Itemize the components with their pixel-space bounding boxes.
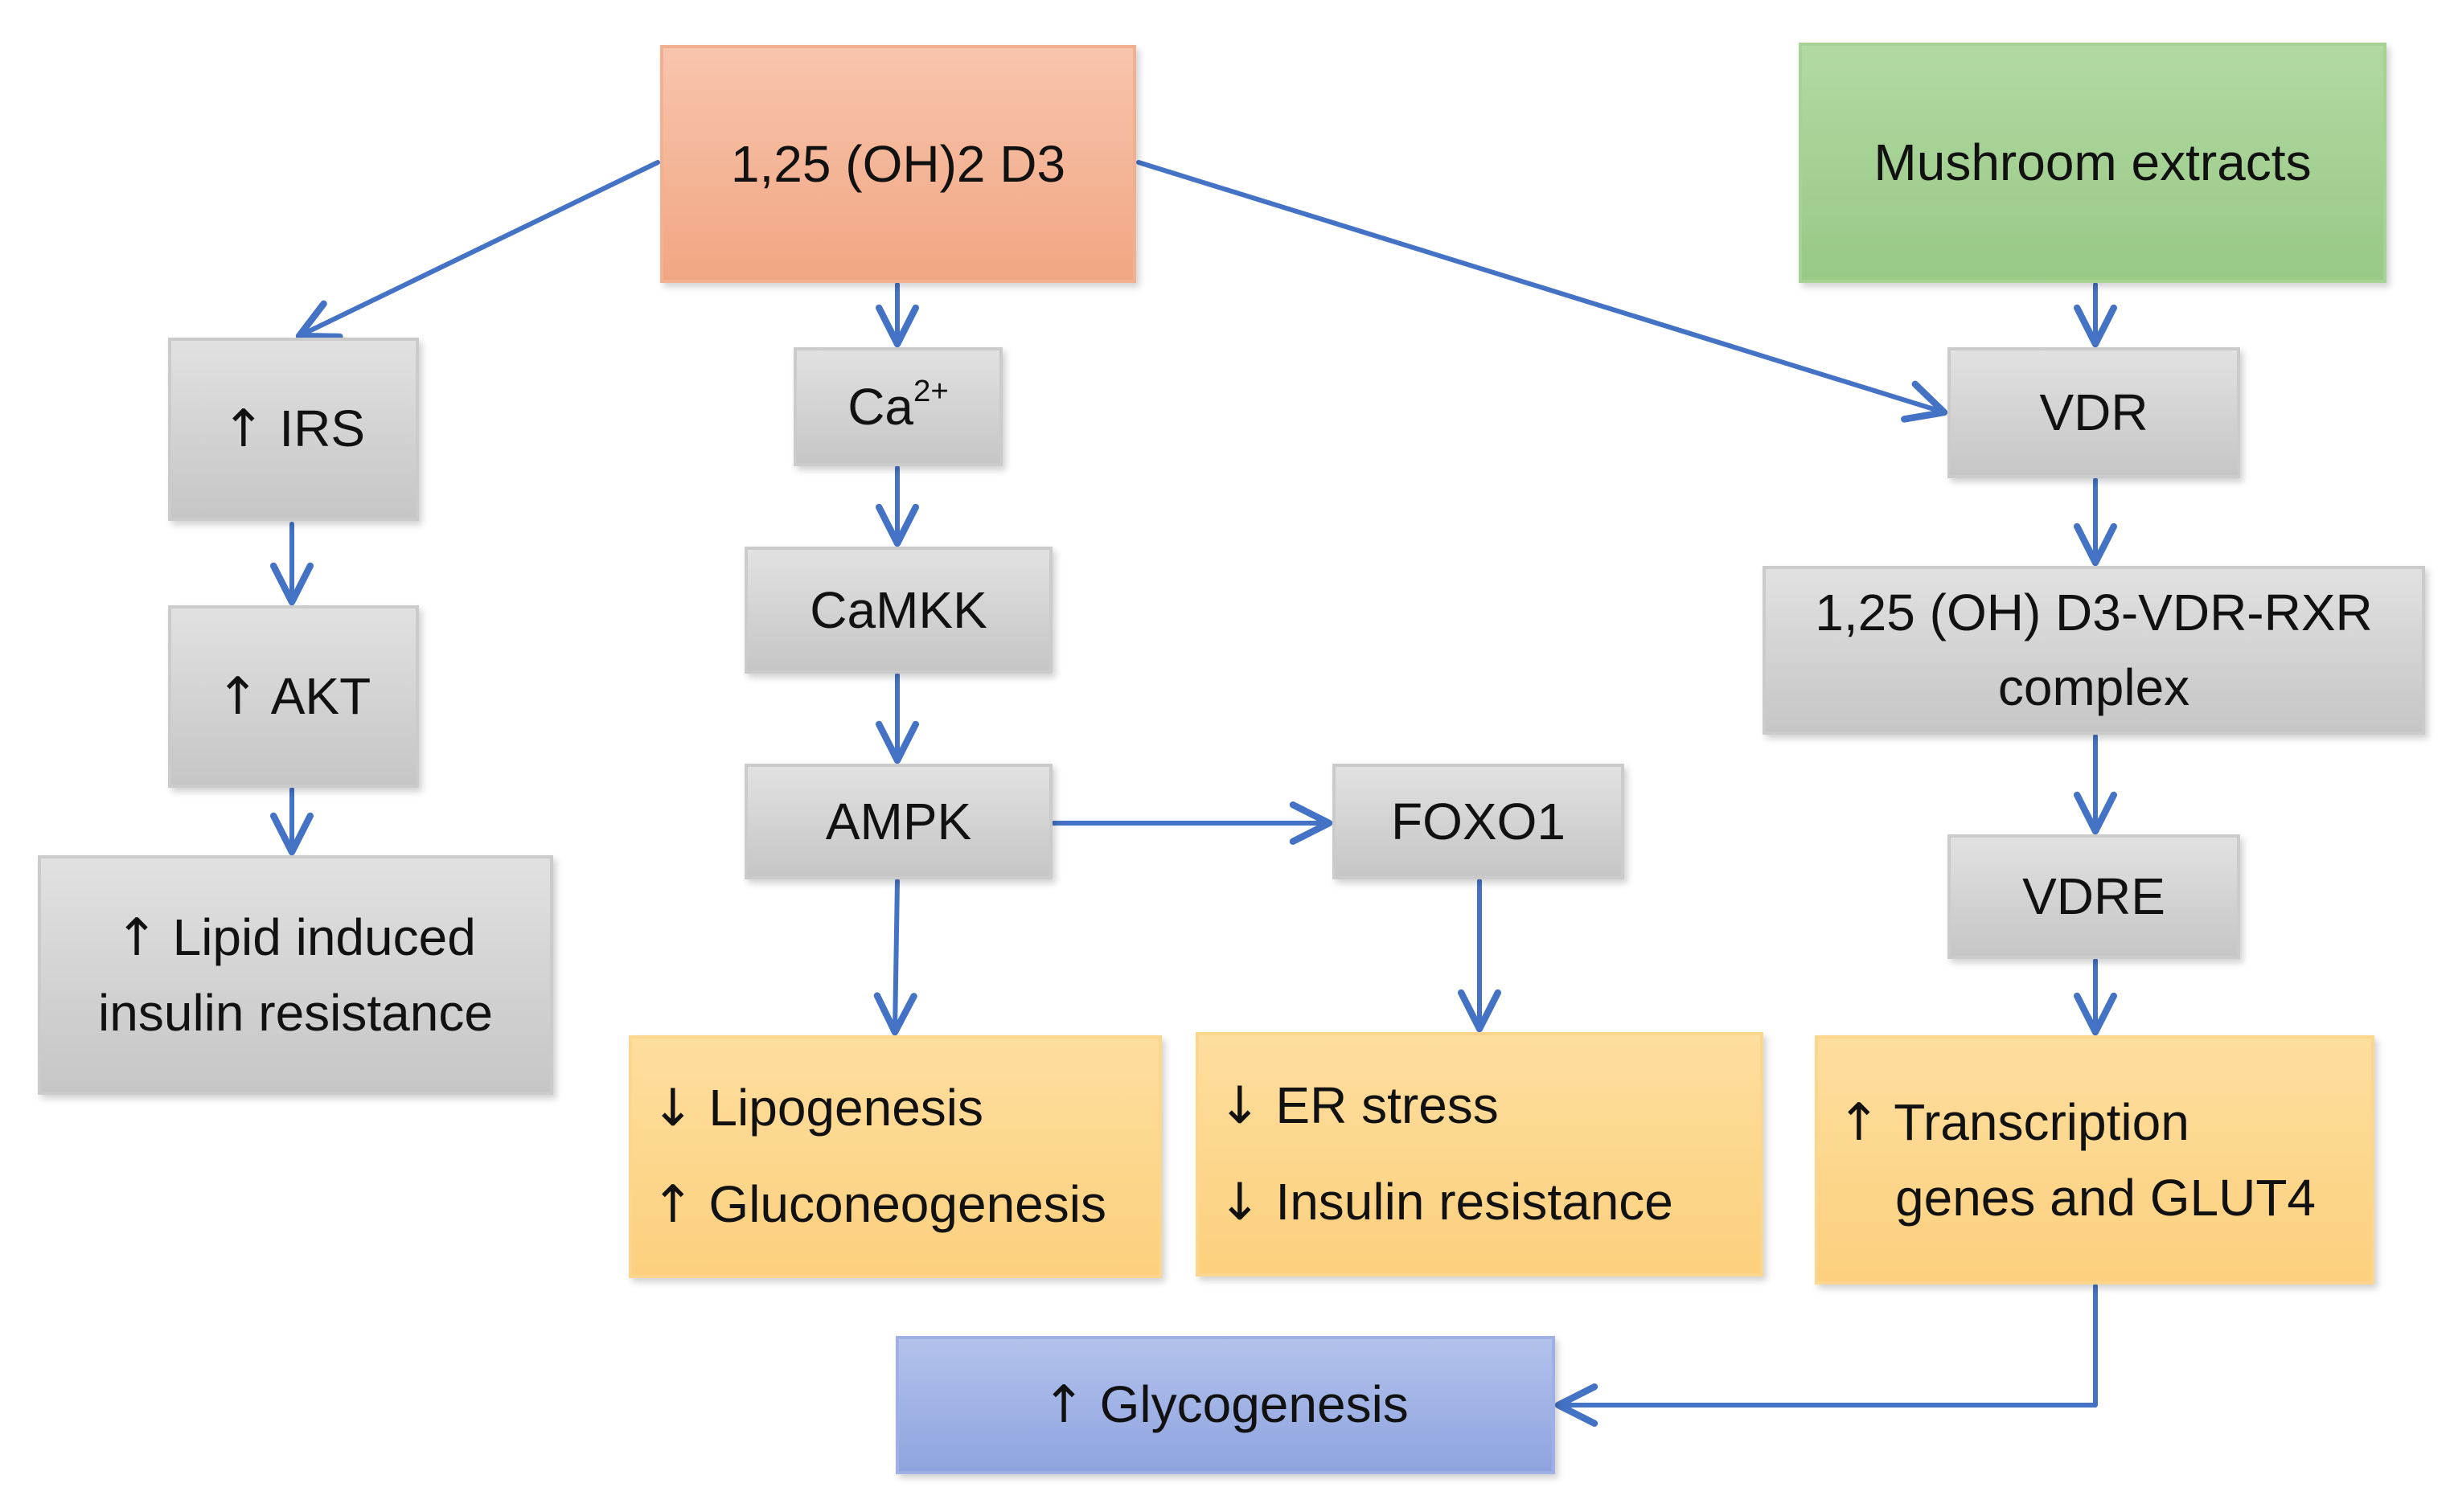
down-arrow-icon: ↓ [1218, 1173, 1262, 1232]
node-transcription: ↑ Transcription genes and GLUT4 [1815, 1035, 2374, 1285]
arrow-d3-to-irs [295, 160, 660, 341]
node-transcription-line2: genes and GLUT4 [1895, 1168, 2316, 1227]
node-lipogenesis-line1: Lipogenesis [694, 1079, 983, 1137]
node-d3-label: 1,25 (OH)2 D3 [730, 134, 1066, 193]
node-vdr: VDR [1947, 347, 2240, 478]
node-vdr-rxr-complex: 1,25 (OH) D3-VDR-RXR complex [1763, 566, 2425, 735]
node-er-stress: ↓ ER stress ↓ Insulin resistance [1196, 1032, 1763, 1276]
node-er-line1: ER stress [1261, 1076, 1499, 1135]
node-complex-line1: 1,25 (OH) D3-VDR-RXR [1815, 584, 2373, 642]
node-lipid-line1: Lipid induced [158, 908, 476, 966]
node-vdr-label: VDR [2039, 383, 2148, 442]
arrow-transcription-to-glycogenesis [1554, 1284, 2098, 1427]
node-irs-label: IRS [265, 400, 366, 458]
node-ca-label: Ca [847, 377, 914, 436]
node-vdre: VDRE [1947, 834, 2240, 959]
node-ampk-label: AMPK [825, 792, 972, 850]
node-transcription-line1: Transcription [1880, 1092, 2189, 1151]
node-vdre-label: VDRE [2022, 867, 2165, 926]
arrow-d3-to-vdr [1136, 160, 1948, 423]
node-ca: Ca2+ [794, 347, 1003, 466]
node-glycogenesis-label: Glycogenesis [1085, 1375, 1409, 1434]
node-er-line2: Insulin resistance [1261, 1173, 1673, 1231]
node-irs: ↑ IRS [168, 338, 419, 521]
node-camkk: CaMKK [745, 547, 1053, 674]
node-lipid-line2: insulin resistance [98, 983, 493, 1042]
node-complex-line2: complex [1997, 658, 2190, 716]
node-akt: ↑ AKT [168, 605, 419, 788]
node-mushroom-label: Mushroom extracts [1873, 133, 2312, 192]
down-arrow-icon: ↓ [651, 1079, 695, 1139]
up-arrow-icon: ↑ [115, 908, 158, 968]
node-ampk: AMPK [745, 764, 1053, 879]
up-arrow-icon: ↑ [651, 1175, 695, 1235]
node-mushroom-extracts: Mushroom extracts [1799, 43, 2386, 283]
node-foxo1: FOXO1 [1332, 764, 1624, 879]
node-d3: 1,25 (OH)2 D3 [660, 45, 1136, 283]
node-lipogenesis: ↓ Lipogenesis ↑ Gluconeogenesis [629, 1035, 1162, 1278]
arrow-ampk-to-lipogenesis [873, 879, 917, 1036]
node-glycogenesis: ↑ Glycogenesis [896, 1336, 1555, 1474]
up-arrow-icon: ↑ [1837, 1092, 1881, 1153]
node-camkk-label: CaMKK [810, 580, 987, 639]
node-akt-label: AKT [259, 666, 371, 725]
node-lipid-induced: ↑ Lipid induced insulin resistance [38, 855, 553, 1095]
down-arrow-icon: ↓ [1218, 1076, 1262, 1137]
up-arrow-icon: ↑ [1042, 1375, 1085, 1436]
node-foxo1-label: FOXO1 [1391, 792, 1566, 850]
up-arrow-icon: ↑ [221, 400, 265, 460]
node-lipogenesis-line2: Gluconeogenesis [694, 1175, 1106, 1233]
node-ca-charge: 2+ [913, 373, 949, 408]
up-arrow-icon: ↑ [215, 666, 260, 727]
